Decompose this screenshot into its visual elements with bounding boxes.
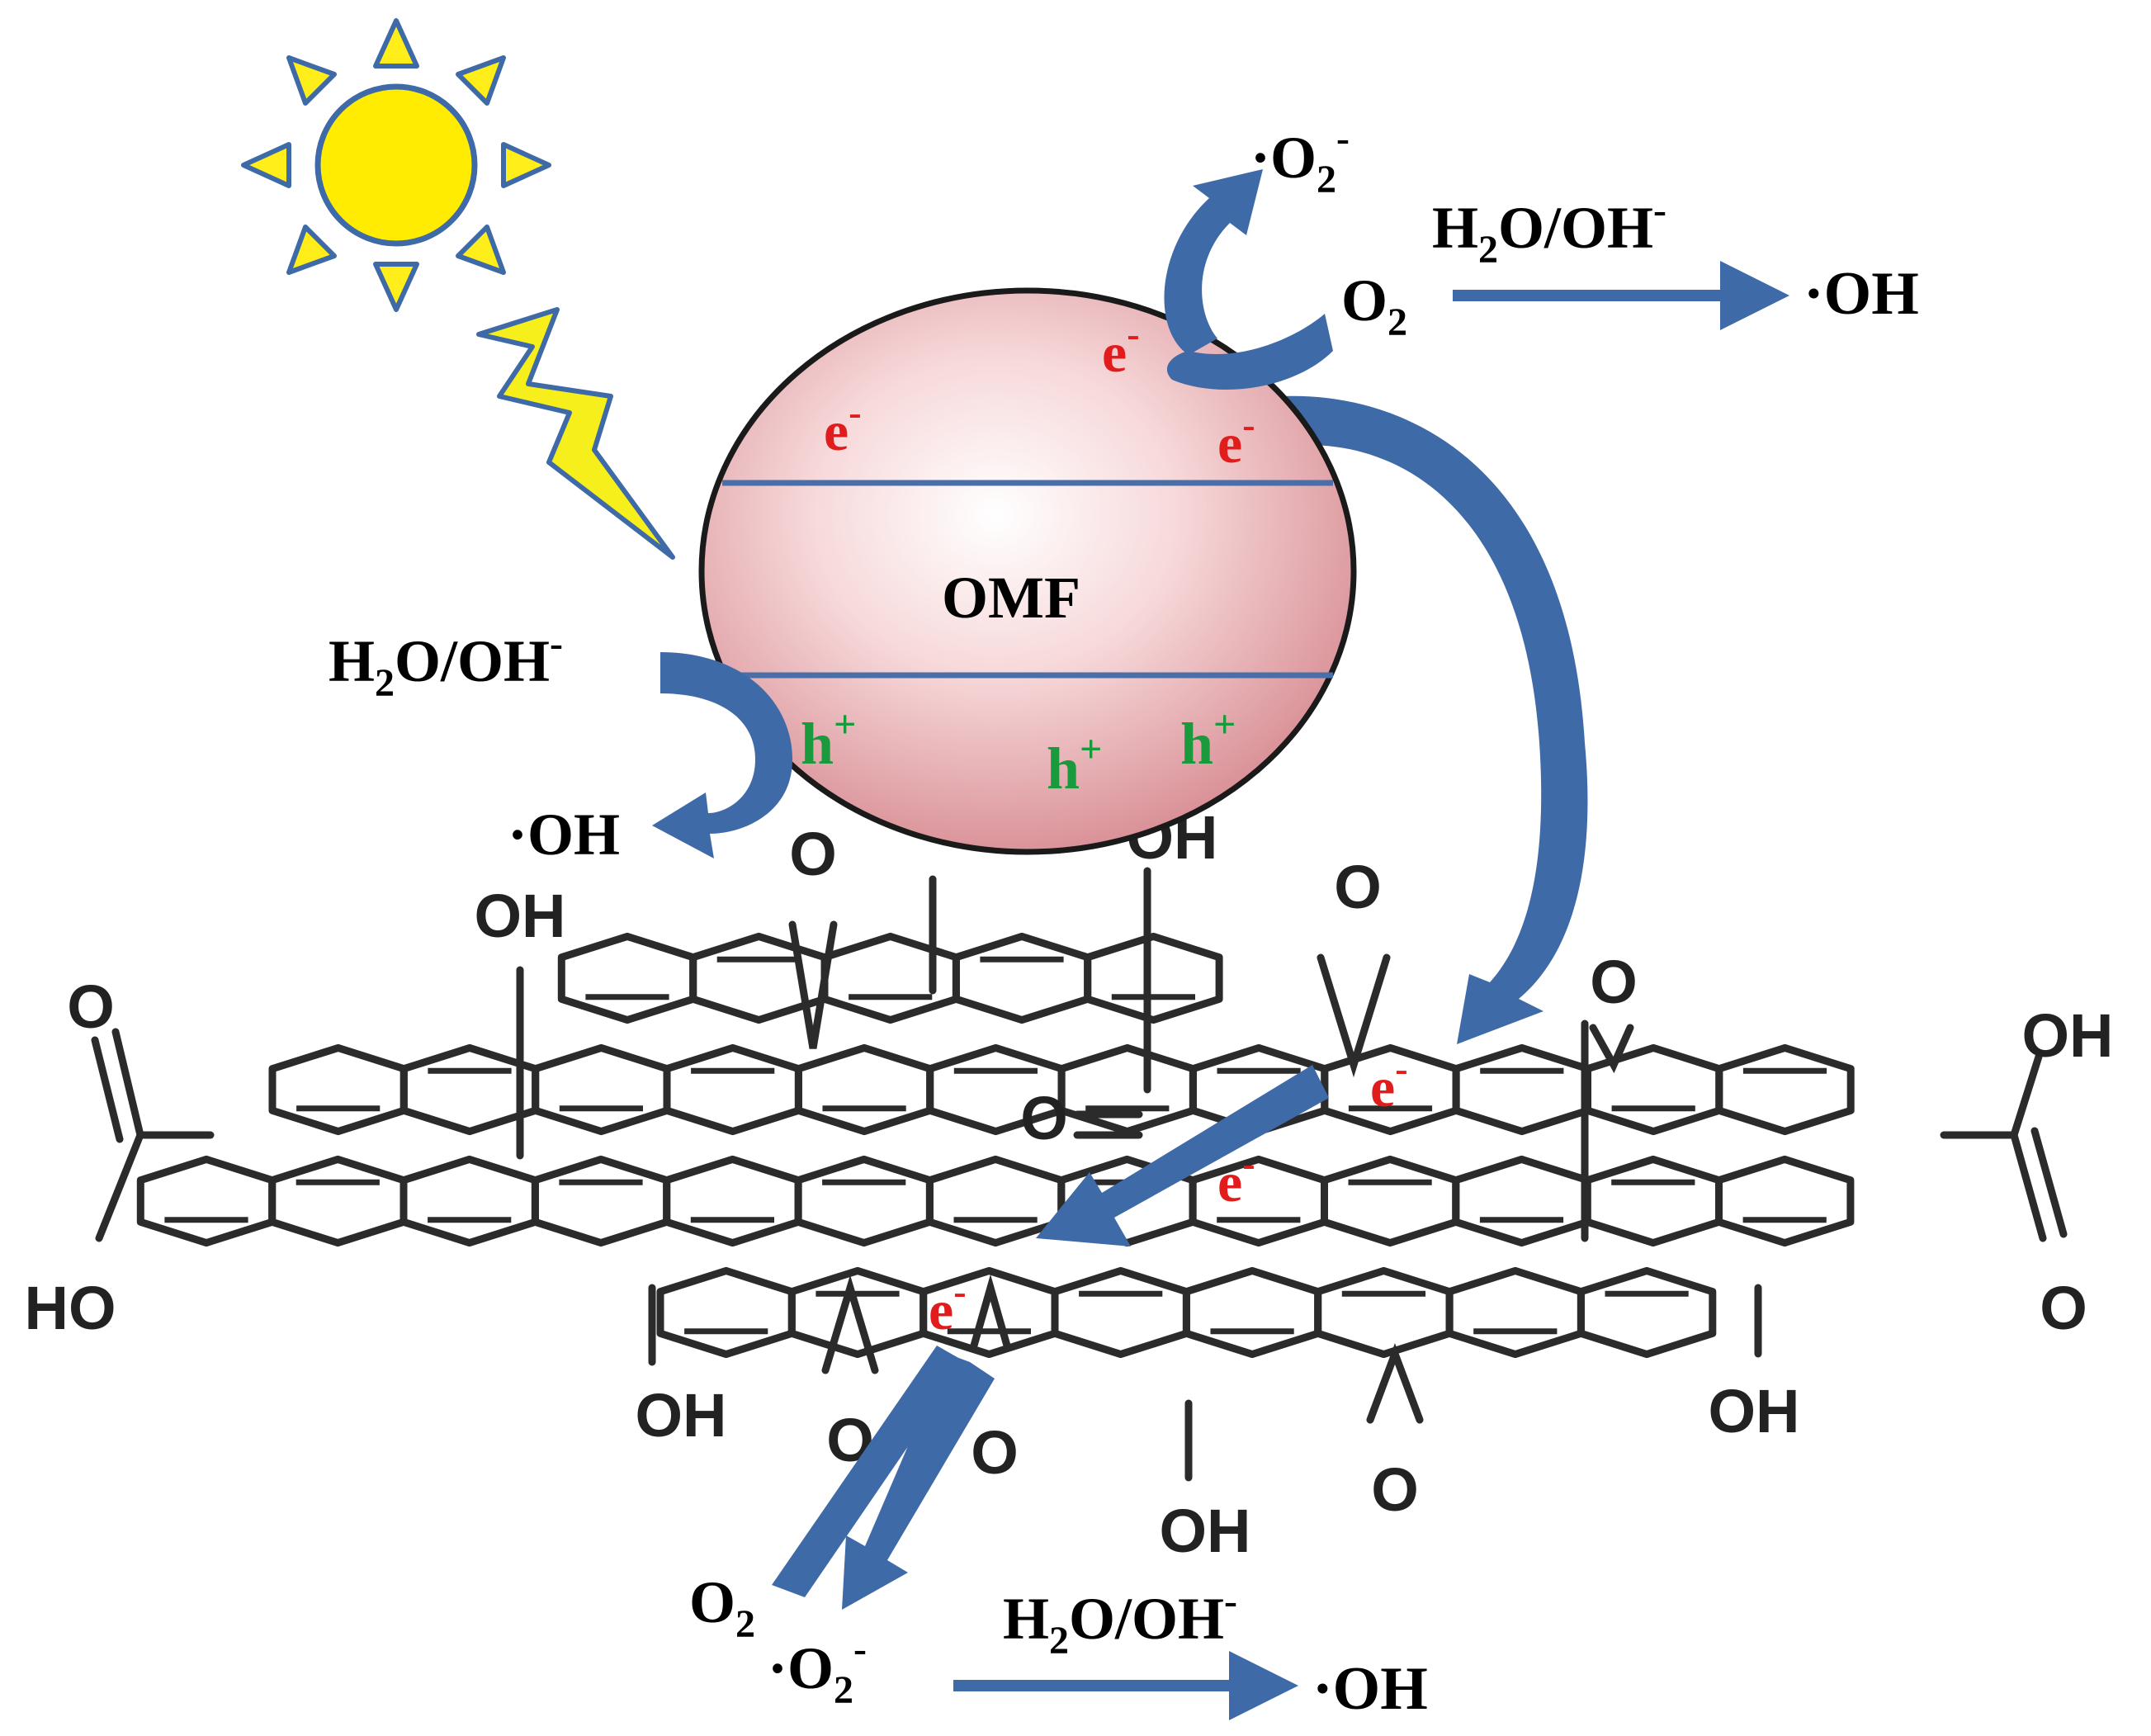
surface-arrows [652,169,1333,859]
graphene-oxide-bonds [91,867,2068,1482]
graphene-hexagon [1189,1155,1328,1247]
graphene-hexagon [656,1266,796,1359]
water-label-left: H2O/OH- [329,622,563,705]
sun-icon [241,18,551,312]
graphene-hexagon [399,1043,540,1136]
hole: h+ [801,702,856,777]
superoxide-formation-arrow [1166,314,1333,390]
graphene-hexagon [399,1155,539,1247]
graphene-hexagon [268,1043,408,1136]
oh-group: OH [1709,1377,1800,1445]
oxygen-label-bottom: O2 [689,1569,755,1646]
graphene-hexagon [1051,1266,1190,1359]
functional-groups: OH OH O OH O O O O HO OH O OH O O OH O O… [25,741,2114,1565]
o-group: O [789,820,837,888]
graphene-hexagon [1321,1155,1460,1247]
electron: e- [1217,1142,1255,1213]
graphene-hexagon [268,1155,408,1247]
electron: e- [929,1270,967,1341]
o-group: O [1020,1084,1068,1152]
graphene-hexagon [532,1043,671,1136]
superoxide-formation-arrow-tail [1164,169,1263,355]
electron-transfer-arrows [772,395,1588,1610]
graphene-hexagon [925,1155,1066,1247]
hole: h+ [1180,702,1236,777]
superoxide-label-top: ·O2- [1250,116,1350,201]
graphene-hexagon [557,932,697,1024]
omf-label: OMF [942,565,1080,631]
water-label-bottom: H2O/OH- [1003,1579,1237,1663]
hydroxyl-label-top: ·OH [1804,260,1919,328]
o-group: O [67,972,115,1041]
graphene-hexagon [1057,1043,1197,1136]
electron: e- [824,391,862,462]
omf-particle [698,287,1357,855]
graphene-hexagon [663,1043,802,1136]
water-label-top: H2O/OH- [1432,188,1666,272]
graphene-hexagon [1084,932,1223,1024]
graphene-hexagon [1715,1155,1855,1247]
electron-to-superoxide-arrow [842,1354,995,1610]
holes: h+ h+ h+ [801,702,1236,802]
graphene-hexagon [1452,1155,1591,1247]
graphene-hexagon [1583,1155,1723,1247]
electron-transfer-arrow [1284,395,1588,1045]
o-group: O [2040,1274,2087,1342]
graphene-hexagon [1452,1043,1591,1136]
water-oxidation-arrow [652,652,792,859]
oh-group: OH [2022,1001,2114,1070]
o-group: O [971,1418,1019,1487]
oh-group: OH [475,882,566,950]
electron: e- [1370,1048,1408,1119]
electrons: e- e- e- e- e- e- [824,313,1408,1341]
electron: e- [1217,404,1255,475]
graphene-hexagon [794,1155,934,1247]
oh-group: OH [636,1381,727,1450]
reaction-arrows [953,261,1789,1720]
graphene-oxide-sheet [136,932,1855,1359]
graphene-electron-arrow [1036,1065,1329,1246]
graphene-hexagon [1445,1266,1585,1359]
graphene-hexagon [794,1043,934,1136]
graphene-hexagon [663,1155,802,1247]
graphene-hexagon [1715,1043,1855,1136]
lightning-bolt-icon [476,307,675,560]
oxygen-to-electron-arrow [772,1346,966,1597]
hydroxyl-label-bottom: ·OH [1312,1655,1428,1723]
hydroxyl-label-left: ·OH [508,802,620,868]
graphene-hexagon [1314,1266,1454,1359]
graphene-hexagon [1577,1266,1717,1359]
graphene-hexagon [1182,1266,1322,1359]
electron: e- [1102,313,1140,384]
graphene-hexagon [952,932,1092,1024]
o-group: O [1371,1455,1419,1524]
oh-group: OH [1160,1497,1251,1565]
o-group: O [1590,948,1638,1016]
graphene-hexagon [531,1155,671,1247]
hole: h+ [1047,727,1102,802]
graphene-hexagon [136,1155,277,1247]
superoxide-label-bottom: ·O2- [768,1627,867,1712]
oxygen-label-top: O2 [1341,267,1407,344]
o-group: O [1334,853,1382,921]
ho-group: HO [25,1274,116,1342]
